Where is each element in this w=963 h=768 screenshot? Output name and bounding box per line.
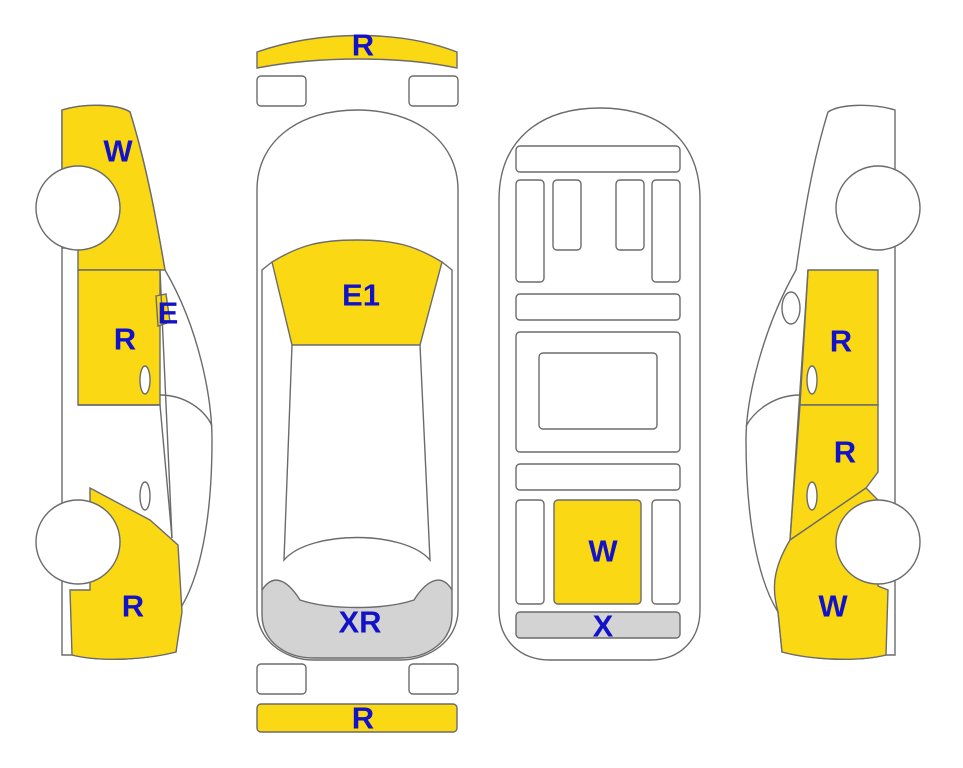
right-window-line (745, 394, 801, 427)
front-left-light (256, 663, 307, 695)
underbody-rear-right-pocket (615, 179, 645, 251)
label-underbody-front: W (588, 534, 618, 569)
zone-front-bumper[interactable] (256, 703, 458, 733)
zone-underbody-front-edge[interactable] (515, 611, 681, 639)
zone-hood[interactable] (261, 579, 453, 659)
label-rear-window: E1 (342, 278, 380, 313)
front-right-light (408, 663, 459, 695)
label-front-bumper: R (352, 701, 374, 736)
underbody-mid-plate (515, 293, 681, 321)
underbody-front-plate (515, 463, 681, 491)
top-view: R E1 XR R (256, 28, 459, 736)
left-door-seam-2 (159, 269, 173, 539)
left-front-handle (139, 481, 151, 511)
underbody-view: W X (498, 107, 701, 661)
left-rear-wheel (35, 165, 121, 251)
right-door-seam (789, 269, 809, 541)
top-right-pillar (441, 261, 453, 590)
label-left-mirror: E (158, 296, 179, 331)
label-hood: XR (338, 605, 381, 640)
zone-rear-window[interactable] (271, 239, 443, 346)
top-left-pillar (261, 261, 273, 590)
underbody-rear-left-rail (515, 179, 545, 283)
label-right-front-fender: W (818, 589, 848, 624)
zone-underbody-front[interactable] (553, 499, 642, 605)
zone-left-mirror[interactable] (155, 293, 171, 327)
zone-rear-bumper[interactable] (256, 34, 458, 69)
right-mirror (781, 291, 801, 325)
label-underbody-front-edge: X (593, 609, 614, 644)
underbody-rear-plate (515, 145, 681, 173)
underbody-rear-right-rail (651, 179, 681, 283)
rear-left-light (256, 75, 307, 107)
label-left-rear-fender: W (103, 134, 133, 169)
left-door-seam (78, 404, 173, 539)
right-rear-handle (806, 365, 818, 395)
underbody-front-right-rail (651, 499, 681, 605)
label-left-front-fender: R (122, 589, 144, 624)
top-view-body-outline (256, 109, 459, 661)
left-front-wheel (35, 499, 121, 585)
underbody-front-left-rail (515, 499, 545, 605)
left-window-line (159, 394, 213, 427)
right-front-wheel (835, 499, 921, 585)
label-right-rear-door: R (830, 324, 852, 359)
left-rear-handle (139, 365, 151, 395)
label-rear-bumper: R (352, 28, 374, 63)
rear-right-light (408, 75, 459, 107)
label-right-front-door: R (834, 435, 856, 470)
underbody-rear-left-pocket (552, 179, 582, 251)
left-side-view: W R E R (35, 104, 213, 660)
underbody-center-panel (538, 352, 658, 430)
right-front-handle (806, 481, 818, 511)
label-left-rear-door: R (114, 322, 136, 357)
right-side-view: R R W (745, 104, 921, 660)
windshield-outline (283, 344, 431, 562)
right-rear-wheel (835, 165, 921, 251)
